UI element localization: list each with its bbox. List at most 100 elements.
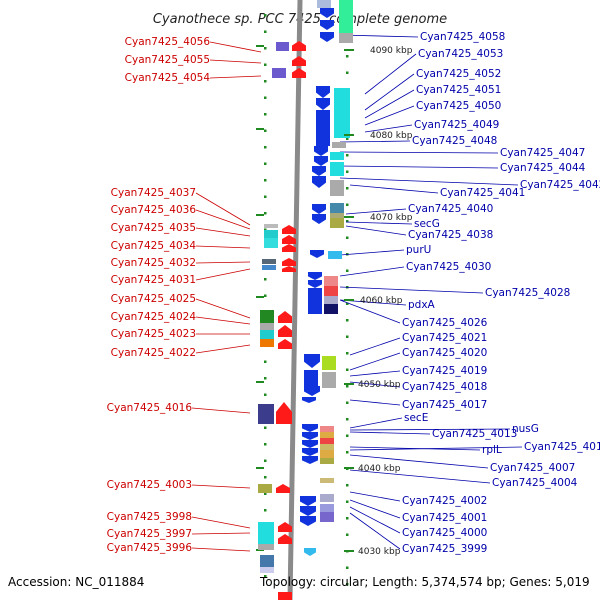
- right-gene-label[interactable]: Cyan7425_4004: [492, 477, 578, 489]
- right-gene-label[interactable]: Cyan7425_4050: [416, 100, 501, 112]
- right-gene-label[interactable]: Cyan7425_4030: [406, 261, 491, 273]
- right-gene-label[interactable]: nusG: [512, 423, 539, 435]
- right-gene-label[interactable]: secG: [414, 218, 440, 230]
- grid-dot: [346, 71, 349, 74]
- left-gene-label[interactable]: Cyan7425_4035: [111, 222, 196, 234]
- grid-dot: [346, 154, 349, 157]
- gene-box: [320, 426, 334, 432]
- right-gene-label[interactable]: Cyan7425_4017: [402, 399, 487, 411]
- right-connector: [345, 221, 413, 225]
- right-connector: [339, 177, 519, 186]
- gene-box: [317, 0, 331, 8]
- reverse-gene-arrow: [302, 397, 316, 403]
- left-gene-label[interactable]: Cyan7425_4003: [107, 479, 192, 491]
- grid-dot: [264, 129, 267, 132]
- major-tick: [256, 45, 264, 47]
- gene-box: [330, 203, 344, 213]
- left-gene-label[interactable]: Cyan7425_4056: [125, 36, 211, 48]
- left-gene-label[interactable]: Cyan7425_4016: [107, 402, 193, 414]
- right-gene-label[interactable]: Cyan7425_4040: [408, 203, 493, 215]
- left-gene-label[interactable]: Cyan7425_4036: [111, 204, 197, 216]
- right-gene-label[interactable]: Cyan7425_4044: [500, 162, 586, 174]
- left-gene-label[interactable]: Cyan7425_3998: [107, 511, 192, 523]
- major-tick: [256, 214, 264, 216]
- grid-dot: [346, 319, 349, 322]
- right-gene-label[interactable]: Cyan7425_4058: [420, 31, 505, 43]
- right-gene-label[interactable]: Cyan7425_4018: [402, 381, 487, 393]
- left-gene-label[interactable]: Cyan7425_3996: [107, 542, 193, 554]
- major-tick: [256, 467, 264, 469]
- reverse-gene-arrow: [308, 280, 322, 288]
- right-gene-label[interactable]: Cyan7425_4048: [412, 135, 497, 147]
- right-gene-label[interactable]: Cyan7425_4051: [416, 84, 501, 96]
- reverse-gene-arrow: [320, 8, 334, 18]
- grid-dot: [264, 113, 267, 116]
- accession-text: Accession: NC_011884: [8, 575, 144, 589]
- right-gene-label[interactable]: rplL: [482, 444, 502, 456]
- right-gene-label[interactable]: Cyan7425_4001: [402, 512, 487, 524]
- right-gene-label[interactable]: Cyan7425_4026: [402, 317, 488, 329]
- gene-box: [330, 162, 344, 176]
- right-gene-label[interactable]: secE: [404, 412, 428, 424]
- left-connector: [195, 227, 251, 237]
- right-gene-label[interactable]: Cyan7425_4041: [440, 187, 525, 199]
- gene-box: [320, 494, 334, 502]
- left-gene-label[interactable]: Cyan7425_4034: [111, 240, 197, 252]
- reverse-gene-arrow: [312, 176, 326, 188]
- right-gene-label[interactable]: pdxA: [408, 299, 436, 311]
- left-connector: [209, 59, 262, 64]
- left-gene-label[interactable]: Cyan7425_4037: [111, 187, 196, 199]
- right-connector: [364, 73, 415, 111]
- right-gene-label[interactable]: Cyan7425_4038: [408, 229, 493, 241]
- right-gene-label[interactable]: Cyan7425_4042: [520, 179, 600, 191]
- right-gene-label[interactable]: Cyan7425_4021: [402, 332, 487, 344]
- gene-box: [304, 370, 318, 386]
- right-gene-label[interactable]: Cyan7425_4002: [402, 495, 487, 507]
- forward-gene-arrow: [278, 311, 292, 323]
- reverse-gene-arrow: [310, 250, 324, 258]
- left-gene-label[interactable]: Cyan7425_4023: [111, 328, 196, 340]
- grid-dot: [264, 278, 267, 281]
- left-gene-label[interactable]: Cyan7425_4031: [111, 274, 196, 286]
- grid-dot: [264, 426, 267, 429]
- right-gene-label[interactable]: Cyan7425_3999: [402, 543, 487, 555]
- gene-box: [264, 230, 278, 238]
- reverse-gene-arrow: [316, 86, 330, 98]
- gene-box: [339, 33, 353, 43]
- right-gene-label[interactable]: purU: [406, 244, 431, 256]
- left-gene-label[interactable]: Cyan7425_4025: [111, 293, 196, 305]
- left-gene-label[interactable]: Cyan7425_4032: [111, 257, 196, 269]
- right-gene-label[interactable]: Cyan7425_4028: [485, 287, 570, 299]
- right-gene-label[interactable]: Cyan7425_4049: [414, 119, 499, 131]
- grid-dot: [346, 451, 349, 454]
- right-gene-label[interactable]: Cyan7425_4011: [524, 441, 600, 453]
- gene-box: [322, 372, 336, 388]
- reverse-gene-arrow: [308, 272, 322, 280]
- right-gene-label[interactable]: Cyan7425_4000: [402, 527, 487, 539]
- gene-box: [320, 458, 334, 464]
- right-connector: [364, 105, 415, 126]
- right-gene-label[interactable]: Cyan7425_4007: [490, 462, 575, 474]
- right-gene-label[interactable]: Cyan7425_4019: [402, 365, 487, 377]
- scale-label: 4080 kbp: [370, 131, 413, 141]
- right-gene-label[interactable]: Cyan7425_4020: [402, 347, 487, 359]
- left-gene-label[interactable]: Cyan7425_4055: [125, 54, 210, 66]
- forward-gene-arrow: [278, 534, 292, 544]
- grid-dot: [346, 533, 349, 536]
- right-gene-label[interactable]: Cyan7425_4047: [500, 147, 585, 159]
- right-gene-label[interactable]: Cyan7425_4053: [418, 48, 503, 60]
- left-gene-label[interactable]: Cyan7425_3997: [107, 528, 192, 540]
- gene-box: [332, 142, 346, 148]
- gene-box: [324, 304, 338, 314]
- right-gene-label[interactable]: Cyan7425_4013: [432, 428, 517, 440]
- grid-dot: [264, 14, 267, 17]
- reverse-gene-arrow: [312, 214, 326, 224]
- forward-gene-arrow: [276, 484, 290, 493]
- left-gene-label[interactable]: Cyan7425_4024: [111, 311, 197, 323]
- right-gene-label[interactable]: Cyan7425_4052: [416, 68, 501, 80]
- scale-label: 4070 kbp: [370, 213, 413, 223]
- grid-dot: [346, 385, 349, 388]
- left-gene-label[interactable]: Cyan7425_4054: [125, 72, 211, 84]
- grid-dot: [346, 137, 349, 140]
- left-gene-label[interactable]: Cyan7425_4022: [111, 347, 196, 359]
